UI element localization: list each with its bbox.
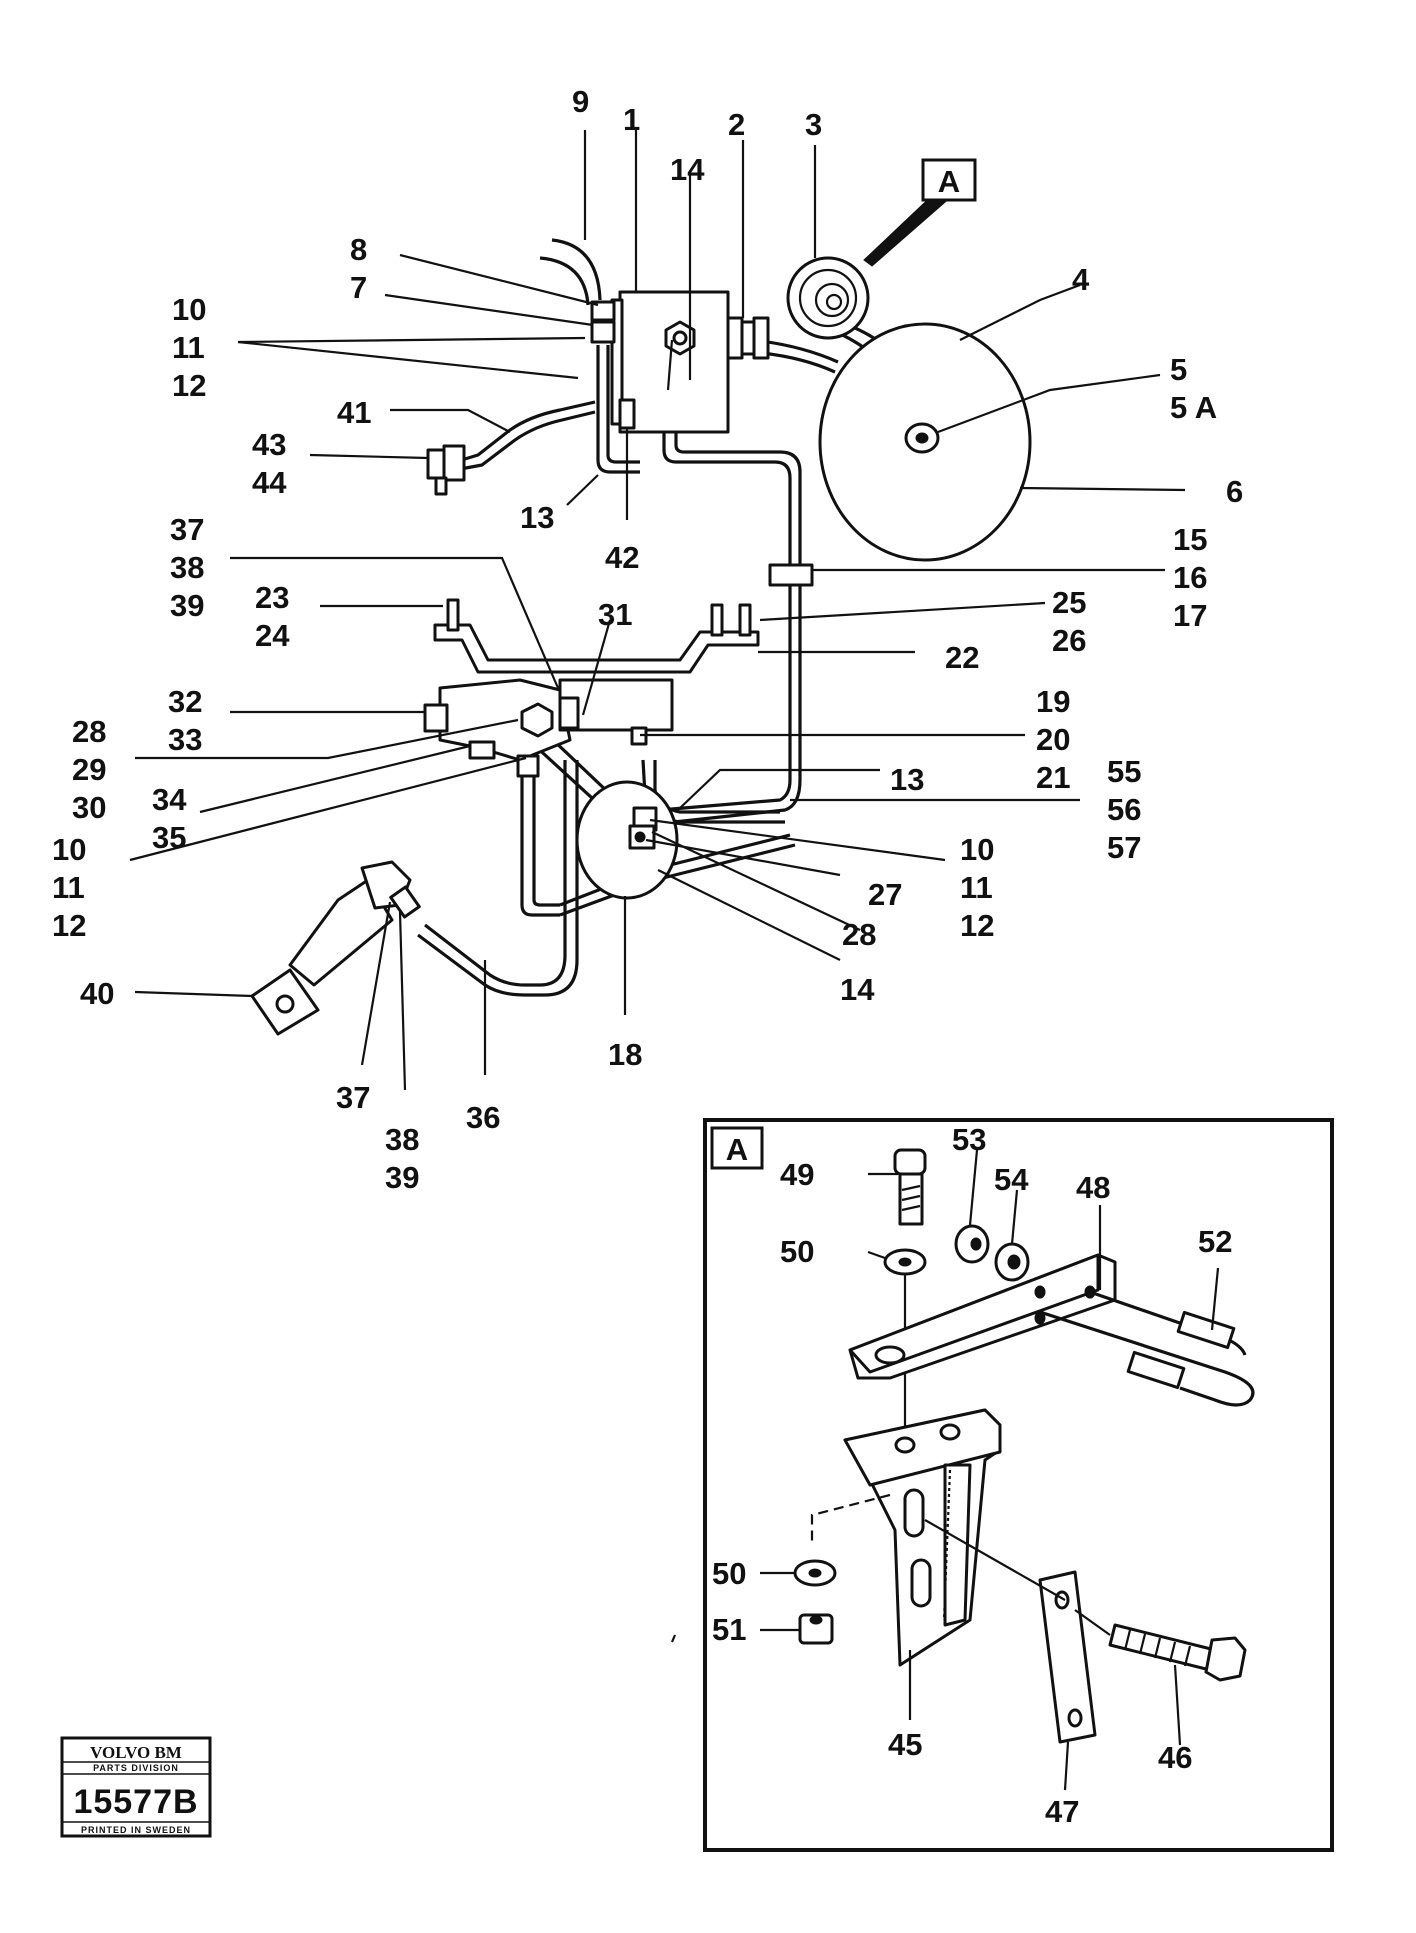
callout-1: 1 [623, 102, 640, 137]
callout-36: 36 [466, 1100, 500, 1135]
mounting-bracket [433, 598, 760, 674]
callout-8: 8 [350, 232, 367, 267]
callout-24: 24 [255, 618, 290, 653]
detail-a-tag-label: A [938, 164, 960, 199]
callout-39-top: 39 [170, 588, 204, 623]
callout-31: 31 [598, 597, 632, 632]
parts-division-stamp: VOLVO BM PARTS DIVISION 15577B PRINTED I… [60, 1736, 212, 1838]
callout-43: 43 [252, 427, 286, 462]
callout-45: 45 [888, 1727, 922, 1762]
callout-39-bottom: 39 [385, 1160, 419, 1195]
callout-57: 57 [1107, 830, 1141, 865]
callout-29: 29 [72, 752, 106, 787]
callout-44: 44 [252, 465, 287, 500]
stamp-number: 15577B [73, 1783, 198, 1821]
bracket-48 [848, 1253, 1117, 1380]
air-reservoir [818, 322, 1032, 562]
coiled-pipe [786, 256, 870, 340]
callout-7: 7 [350, 270, 367, 305]
callout-50-bottom: 50 [712, 1556, 746, 1591]
callout-13-top: 13 [520, 500, 554, 535]
callout-38-top: 38 [170, 550, 204, 585]
callout-2: 2 [728, 107, 745, 142]
callout-40: 40 [80, 976, 114, 1011]
callout-12-left: 12 [52, 908, 86, 943]
callout-52: 52 [1198, 1224, 1232, 1259]
detail-a-panel: A [703, 1118, 1334, 1852]
leader-lines [129, 128, 1186, 1091]
callout-16: 16 [1173, 560, 1207, 595]
callout-54: 54 [994, 1162, 1029, 1197]
callout-12-right: 12 [960, 908, 994, 943]
callout-3: 3 [805, 107, 822, 142]
callout-labels: 9 1 2 3 14 4 5 5 A 6 8 7 10 11 12 41 43 … [52, 84, 1243, 1195]
callout-10-left: 10 [52, 832, 86, 867]
callout-34: 34 [152, 782, 187, 817]
callout-50-top: 50 [780, 1234, 814, 1269]
callout-37-top: 37 [170, 512, 204, 547]
callout-35: 35 [152, 820, 186, 855]
bolt-46 [1074, 1609, 1247, 1682]
callout-11-right: 11 [960, 870, 993, 905]
callout-15: 15 [1173, 522, 1207, 557]
callout-21: 21 [1036, 760, 1070, 795]
callout-19: 19 [1036, 684, 1070, 719]
callout-32: 32 [168, 684, 202, 719]
sensor-unit [250, 860, 421, 1036]
bracket-45 [843, 1408, 1002, 1667]
callout-53: 53 [952, 1122, 986, 1157]
callout-4: 4 [1072, 262, 1090, 297]
callout-37-bottom: 37 [336, 1080, 370, 1115]
detail-a-reference-tag: A [921, 158, 977, 202]
callout-48: 48 [1076, 1170, 1110, 1205]
callout-10-right: 10 [960, 832, 994, 867]
callout-28-left: 28 [72, 714, 106, 749]
callout-12-top: 12 [172, 368, 206, 403]
callout-56: 56 [1107, 792, 1141, 827]
callout-28-right: 28 [842, 917, 876, 952]
callout-30: 30 [72, 790, 106, 825]
callout-26: 26 [1052, 623, 1086, 658]
bolt-49 [893, 1148, 927, 1226]
callout-42: 42 [605, 540, 639, 575]
callout-20: 20 [1036, 722, 1070, 757]
callout-11-left: 11 [52, 870, 85, 905]
callout-17: 17 [1173, 598, 1207, 633]
callout-47: 47 [1045, 1794, 1079, 1829]
callout-5: 5 [1170, 352, 1187, 387]
callout-18: 18 [608, 1037, 642, 1072]
callout-13-lower: 13 [890, 762, 924, 797]
callout-23: 23 [255, 580, 289, 615]
pressure-switch [426, 444, 466, 496]
callout-11-top: 11 [172, 330, 205, 365]
callout-14-top: 14 [670, 152, 705, 187]
callout-38-bottom: 38 [385, 1122, 419, 1157]
callout-49: 49 [780, 1157, 814, 1192]
pipe-clamp [768, 563, 814, 587]
callout-25: 25 [1052, 585, 1086, 620]
callout-22: 22 [945, 640, 979, 675]
brake-valve-assembly [423, 678, 674, 778]
callout-33: 33 [168, 722, 202, 757]
callout-9: 9 [572, 84, 589, 119]
valve-block [590, 290, 770, 434]
detail-a-box-label: A [726, 1132, 748, 1167]
callout-6: 6 [1226, 474, 1243, 509]
stamp-printed: PRINTED IN SWEDEN [81, 1825, 191, 1835]
callout-41: 41 [337, 395, 371, 430]
callout-14-lower: 14 [840, 972, 875, 1007]
brake-chamber [575, 780, 679, 900]
callout-46: 46 [1158, 1740, 1192, 1775]
u-bolt-52 [1039, 1290, 1255, 1407]
callout-55: 55 [1107, 754, 1141, 789]
stamp-brand: VOLVO BM [90, 1743, 182, 1762]
callout-10-top: 10 [172, 292, 206, 327]
callout-27: 27 [868, 877, 902, 912]
callout-51: 51 [712, 1612, 746, 1647]
callout-5a: 5 A [1170, 390, 1217, 425]
stamp-division: PARTS DIVISION [93, 1763, 179, 1773]
